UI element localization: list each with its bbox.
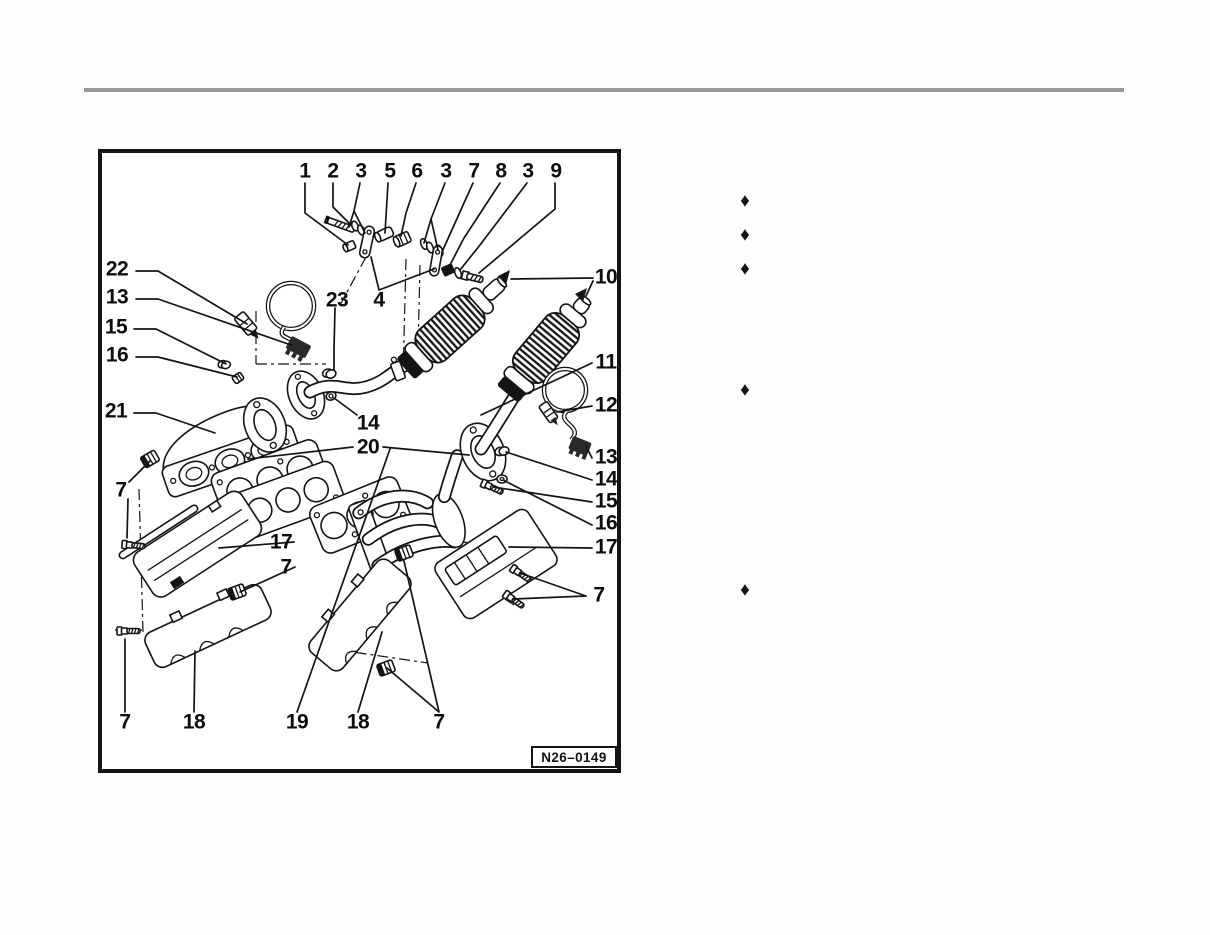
- callout-8: 8: [495, 159, 507, 183]
- catalytic-converter-right: [497, 295, 592, 402]
- figure-number-box: N26–0149: [531, 746, 617, 768]
- leader-lines: [124, 182, 594, 713]
- oxygen-sensor-right: [538, 366, 592, 460]
- diamond-bullet-icon: ♦: [740, 379, 750, 401]
- diamond-bullet-icon: ♦: [740, 190, 750, 212]
- catalytic-converter-left: [397, 276, 508, 379]
- pipe-clamp: [389, 356, 407, 382]
- callout-14: 14: [356, 411, 380, 435]
- exploded-diagram-artwork: [115, 182, 594, 713]
- manifold-gasket-b: [230, 460, 346, 540]
- callout-10: 10: [594, 265, 618, 289]
- callout-7: 7: [593, 583, 605, 607]
- flange-nut: [321, 368, 337, 379]
- callout-7: 7: [433, 710, 445, 734]
- callout-7: 7: [115, 478, 127, 502]
- callout-3: 3: [440, 159, 452, 183]
- callout-22: 22: [105, 257, 129, 281]
- callout-15: 15: [594, 489, 618, 513]
- callout-4: 4: [373, 288, 385, 312]
- callout-1: 1: [299, 159, 311, 183]
- callout-21: 21: [104, 399, 128, 423]
- left-outlet-flange: [242, 397, 288, 453]
- callout-16: 16: [105, 343, 129, 367]
- figure-frame: N26–0149: [98, 149, 621, 773]
- direction-arrow-icon: [498, 270, 510, 285]
- callout-15: 15: [104, 315, 128, 339]
- callout-23: 23: [325, 288, 349, 312]
- header-rule: [84, 88, 1124, 92]
- callout-17: 17: [594, 535, 618, 559]
- callout-11: 11: [595, 350, 617, 374]
- heat-shield-lower-middle: [308, 558, 412, 672]
- callout-17: 17: [269, 530, 293, 554]
- diamond-bullet-icon: ♦: [740, 224, 750, 246]
- callout-2: 2: [327, 159, 339, 183]
- callout-18: 18: [182, 710, 206, 734]
- direction-arrow-icon: [575, 288, 587, 302]
- callout-19: 19: [285, 710, 309, 734]
- diamond-bullet-icon: ♦: [740, 258, 750, 280]
- callout-18: 18: [346, 710, 370, 734]
- heat-shield-right: [434, 508, 558, 620]
- callout-7: 7: [280, 555, 292, 579]
- callout-9: 9: [550, 159, 562, 183]
- callout-20: 20: [356, 435, 380, 459]
- callout-5: 5: [384, 159, 396, 183]
- figure-number: N26–0149: [541, 749, 607, 765]
- oxygen-sensor-left: [234, 280, 317, 362]
- mounting-hardware: [323, 215, 484, 284]
- fasteners: [116, 359, 534, 678]
- callout-7: 7: [468, 159, 480, 183]
- callout-3: 3: [522, 159, 534, 183]
- callout-3: 3: [355, 159, 367, 183]
- callout-13: 13: [594, 445, 618, 469]
- callout-16: 16: [594, 511, 618, 535]
- callout-7: 7: [119, 710, 131, 734]
- callout-14: 14: [594, 467, 618, 491]
- callout-13: 13: [105, 285, 129, 309]
- callout-6: 6: [411, 159, 423, 183]
- diamond-bullet-icon: ♦: [740, 579, 750, 601]
- callout-12: 12: [594, 393, 618, 417]
- heat-shield-lower-left: [144, 583, 272, 669]
